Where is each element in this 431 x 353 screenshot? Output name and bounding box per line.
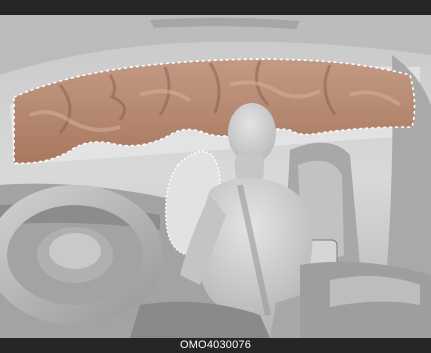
car-interior-scene bbox=[0, 15, 431, 338]
top-frame-bar bbox=[0, 0, 431, 15]
figure-code: OMO4030076 bbox=[0, 338, 431, 353]
